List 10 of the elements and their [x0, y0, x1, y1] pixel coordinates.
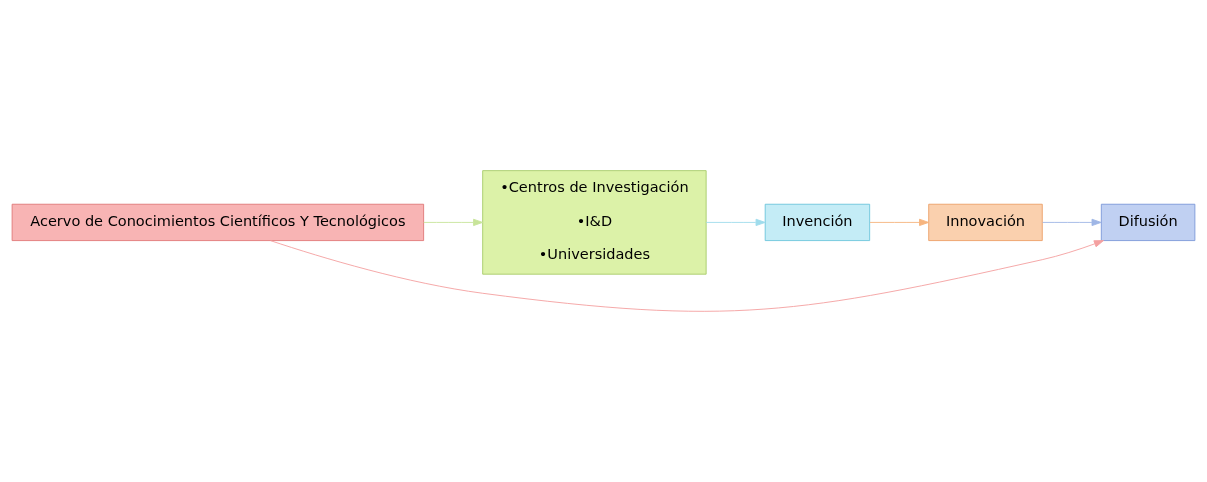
node-box: Invención: [764, 203, 871, 242]
arrow: [270, 240, 1104, 312]
node-box: Acervo de Conocimientos Científicos Y Tecnológicos: [11, 203, 425, 242]
arrow: [1042, 218, 1102, 227]
arrow: [705, 218, 766, 227]
arrow: [869, 218, 930, 227]
arrow: [423, 218, 484, 227]
node-box: Innovación: [928, 203, 1043, 242]
node-box: Difusión: [1100, 203, 1196, 242]
node-box: •Centros de Investigación •I&D •Universidades: [482, 170, 707, 275]
